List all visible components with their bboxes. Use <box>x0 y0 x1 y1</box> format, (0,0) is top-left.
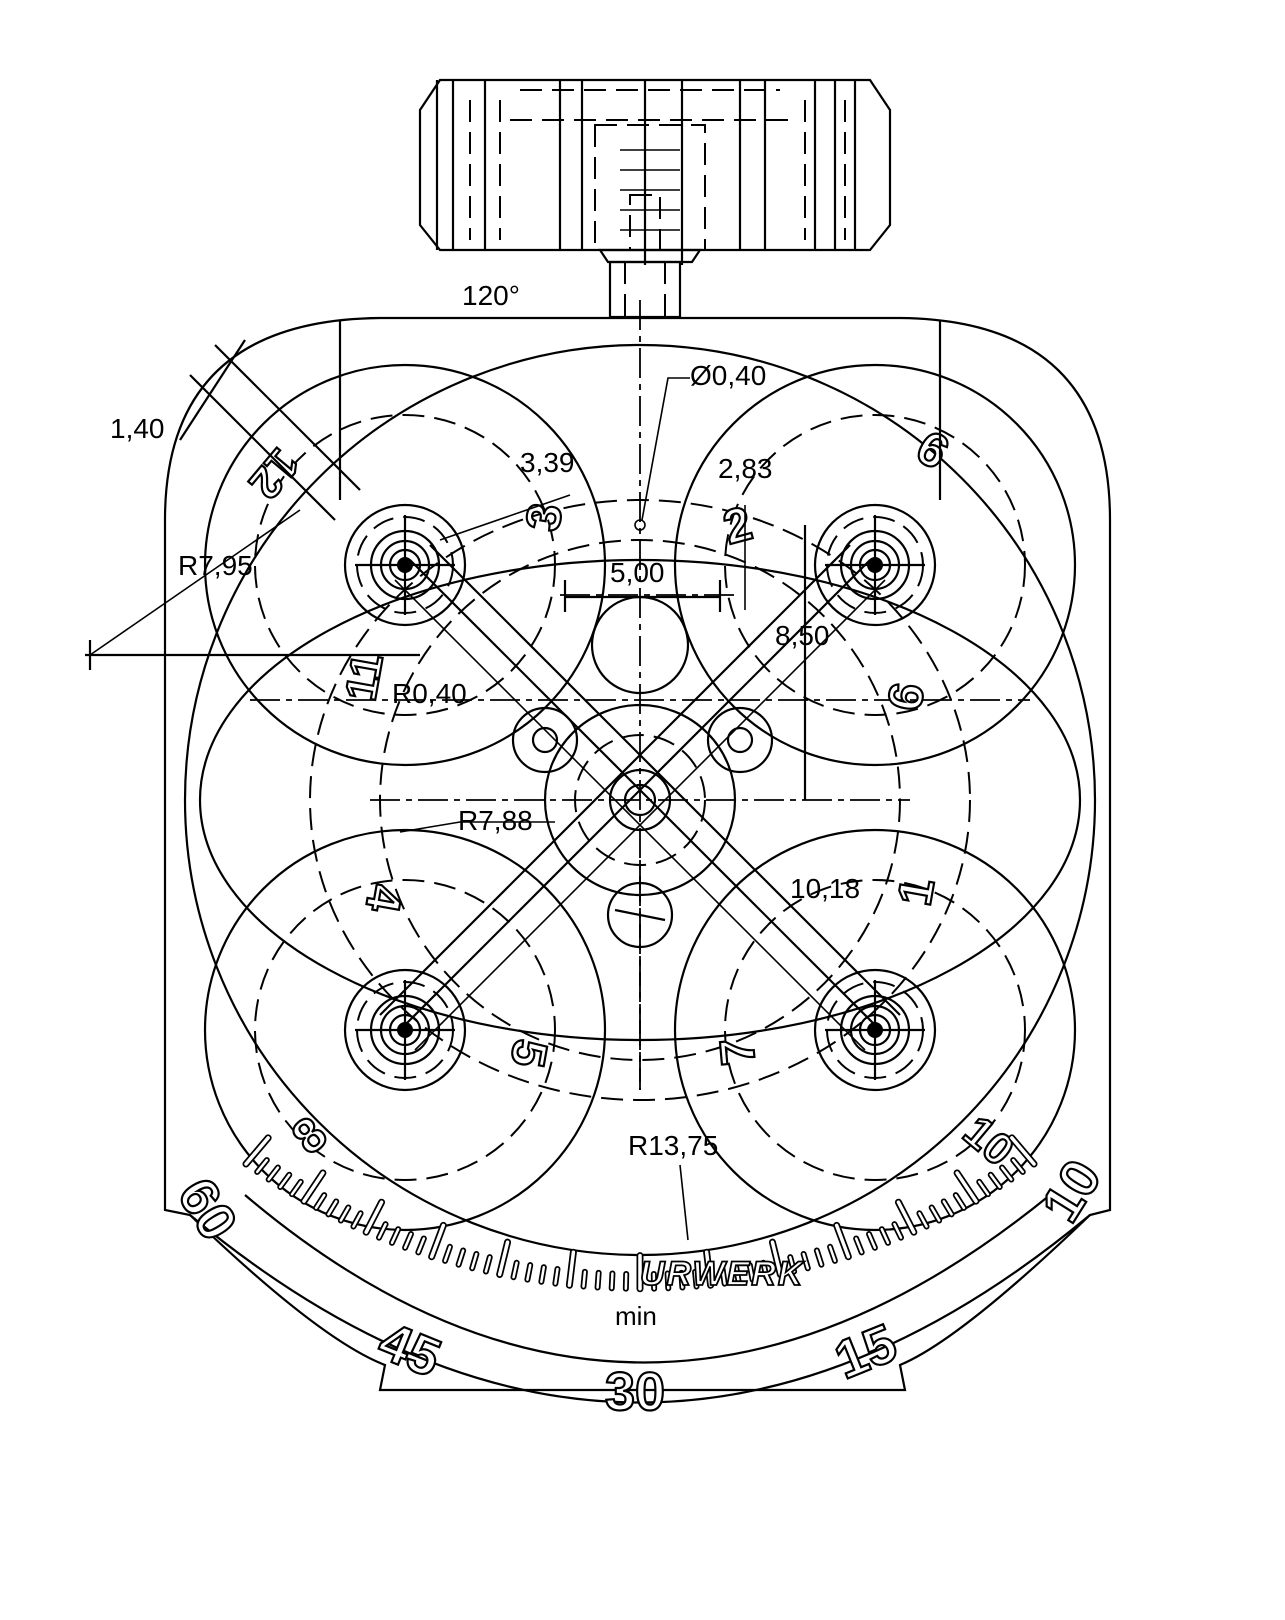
numeral-4: 4 <box>355 880 412 916</box>
scale-tick-inner <box>279 1173 291 1189</box>
numeral-7: 7 <box>711 1036 766 1067</box>
scale-tick-inner <box>417 1237 426 1254</box>
case-outline <box>163 316 1112 1404</box>
scale-tick-inner <box>582 1270 587 1288</box>
scale-tick-inner <box>977 1180 990 1196</box>
scale-tick-inner <box>802 1252 810 1270</box>
dim-1-40: 1,40 <box>110 413 165 444</box>
scale-tick-inner <box>290 1180 303 1196</box>
numeral-6: 6 <box>878 679 935 715</box>
numeral-5: 5 <box>500 1035 557 1071</box>
dim-2-83: 2,83 <box>718 453 773 484</box>
crown <box>418 78 892 319</box>
scale-tick-inner <box>693 1270 698 1288</box>
scale-tick-inner <box>867 1232 877 1249</box>
scale-tick-inner <box>484 1255 491 1273</box>
dim-10-18: 10,18 <box>790 873 860 904</box>
scale-tick-inner <box>390 1227 400 1245</box>
scale-tick-inner <box>918 1212 928 1228</box>
hub-top-left <box>343 503 467 627</box>
center-lines <box>85 300 1030 1090</box>
scale-tick-inner <box>403 1232 413 1249</box>
scale-tick-inner <box>314 1193 326 1210</box>
dim-diameter-0-40: Ø0,40 <box>690 360 766 391</box>
scale-tick-inner <box>828 1245 837 1263</box>
scale-tick-inner <box>377 1222 387 1239</box>
hub-bottom-left <box>343 968 467 1092</box>
scale-tick-inner <box>734 1265 740 1284</box>
scale-tick-inner <box>880 1227 890 1245</box>
scale-tick-inner <box>748 1263 754 1281</box>
dim-radius-7-95: R7,95 <box>178 550 253 581</box>
minute-scale-ticks <box>242 1134 1038 1293</box>
scale-tick-inner <box>704 1250 713 1287</box>
scale-tick-inner <box>955 1171 978 1203</box>
scale-tick-inner <box>721 1267 726 1285</box>
scale-number-60: 60 <box>166 1168 249 1251</box>
numeral-12: 12 <box>239 439 308 508</box>
scale-tick-inner <box>1000 1166 1013 1181</box>
scale-tick-inner <box>834 1223 851 1259</box>
scale-tick-inner <box>989 1173 1001 1189</box>
numeral-2: 2 <box>718 497 758 555</box>
dim-5-00: 5,00 <box>610 557 665 588</box>
scale-tick-inner <box>512 1261 518 1279</box>
scale-tick-inner <box>896 1200 916 1234</box>
scale-tick-inner <box>327 1200 338 1216</box>
dim-8-50: 8,50 <box>775 620 830 651</box>
hub-bottom-right <box>813 968 937 1092</box>
scale-number-30: 30 <box>605 1362 665 1422</box>
scale-tick-inner <box>267 1166 280 1181</box>
scale-tick-inner <box>1010 1136 1036 1166</box>
scale-tick-inner <box>680 1271 684 1289</box>
dim-radius-13-75: R13,75 <box>628 1130 718 1161</box>
numeral-8: 8 <box>283 1107 338 1165</box>
scale-tick-inner <box>942 1200 953 1216</box>
numeral-3: 3 <box>516 500 573 536</box>
satellite-arms <box>379 544 901 1051</box>
scale-tick-inner <box>339 1206 350 1222</box>
scale-tick-inner <box>1011 1158 1025 1174</box>
dim-radius-0-40: R0,40 <box>392 678 467 709</box>
scale-tick-inner <box>789 1255 796 1273</box>
scale-tick-inner <box>470 1252 478 1270</box>
scale-tick-inner <box>244 1136 270 1166</box>
scale-tick-inner <box>540 1265 546 1284</box>
dim-3-39: 3,39 <box>520 447 575 478</box>
numeral-11: 11 <box>336 650 392 704</box>
scale-tick-inner <box>893 1222 903 1239</box>
scale-number-10: 10 <box>1030 1150 1113 1233</box>
scale-tick-inner <box>596 1271 600 1289</box>
scale-tick-inner <box>610 1272 614 1290</box>
scale-tick-inner <box>364 1200 384 1234</box>
numeral-9: 9 <box>908 419 958 478</box>
dim-angle-120: 120° <box>462 280 520 311</box>
scale-tick-inner <box>554 1267 559 1285</box>
scale-tick-inner <box>497 1240 510 1277</box>
scale-tick-inner <box>854 1237 863 1254</box>
scale-tick-inner <box>255 1158 269 1174</box>
scale-tick-inner <box>567 1250 576 1287</box>
scale-tick-inner <box>429 1223 446 1259</box>
scale-tick-inner <box>954 1193 966 1210</box>
scale-tick-inner <box>762 1261 768 1279</box>
scale-tick-inner <box>930 1206 941 1222</box>
scale-tick-inner <box>666 1272 670 1290</box>
scale-tick-inner <box>770 1240 783 1277</box>
scale-tick-inner <box>457 1249 465 1266</box>
satellite-hubs <box>343 503 937 1092</box>
scale-unit-label: min <box>615 1301 657 1331</box>
hub-top-right <box>813 503 937 627</box>
brand-logo: URWERK <box>640 1255 805 1293</box>
dim-radius-7-88: R7,88 <box>458 805 533 836</box>
numeral-1: 1 <box>888 874 945 910</box>
scale-tick-inner <box>815 1249 823 1266</box>
scale-tick-inner <box>302 1171 325 1203</box>
scale-tick-inner <box>443 1245 452 1263</box>
dimension-annotations: 120° 1,40 Ø0,40 3,39 2,83 R7,95 5,00 8,5… <box>89 280 942 1241</box>
scale-tick-inner <box>526 1263 532 1281</box>
scale-tick-inner <box>352 1212 362 1228</box>
